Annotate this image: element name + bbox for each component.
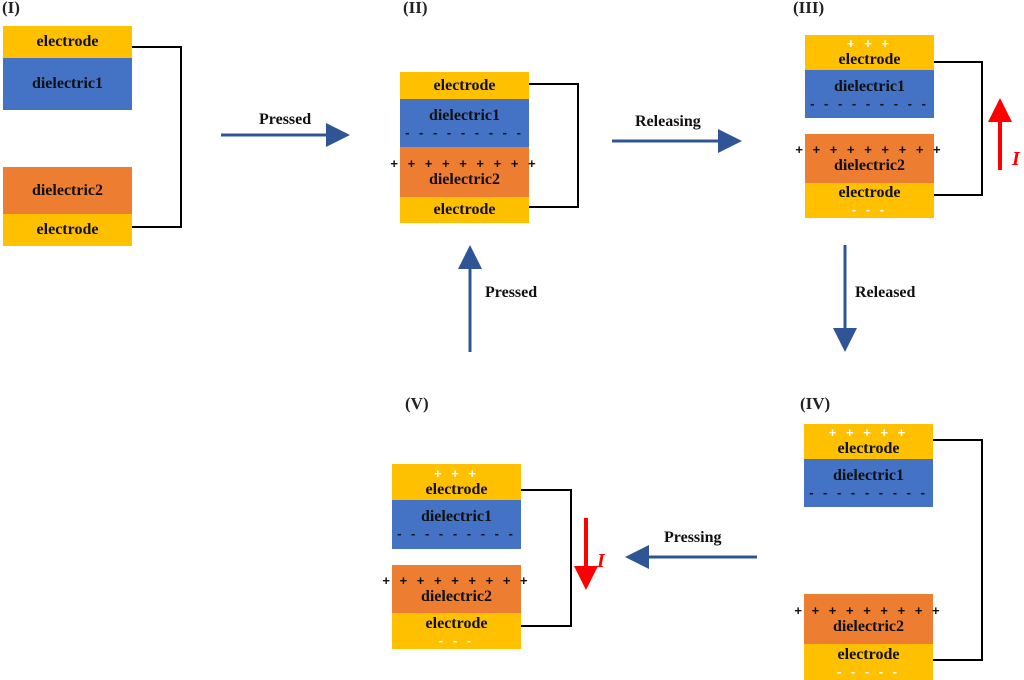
- dielectric2: + + + + + + + + +dielectric2: [795, 134, 941, 183]
- layer-text: electrode: [425, 614, 488, 632]
- layer-text: electrode: [838, 51, 901, 68]
- layer-text: electrode: [36, 221, 99, 238]
- wire-p1: [132, 46, 182, 228]
- dielectric1: dielectric1- - - - - - - - -: [392, 500, 521, 549]
- wire-p4: [933, 439, 983, 661]
- electrode-top: + + +electrode: [392, 464, 521, 500]
- dielectric2: + + + + + + + + +dielectric2: [382, 565, 528, 613]
- layer-text: dielectric2: [833, 157, 906, 174]
- layer-text: dielectric2: [31, 181, 104, 199]
- electrode-bottom: electrode- - -: [805, 183, 934, 218]
- dielectric1: dielectric1- - - - - - - - -: [805, 70, 934, 118]
- electrode-bottom: electrode: [400, 197, 529, 223]
- layer-text: dielectric2: [428, 170, 501, 188]
- layer-text: dielectric2: [420, 587, 493, 605]
- layer-text: electrode: [425, 480, 488, 498]
- electrode-bottom: electrode- - -: [392, 613, 521, 649]
- layer-text: dielectric2: [832, 617, 905, 635]
- current-label: I: [1012, 148, 1020, 170]
- negative-charges: - - - - - - - - -: [405, 124, 524, 140]
- positive-charges: + + + + + + + + +: [794, 602, 943, 618]
- step-label-released: Released: [855, 284, 916, 301]
- negative-charges: - - - - -: [836, 663, 901, 679]
- positive-charges: + + +: [434, 465, 479, 481]
- dielectric2: + + + + + + + + +dielectric2: [794, 594, 940, 644]
- positive-charges: + + + + + + + + +: [382, 572, 531, 588]
- electrode-top: electrode: [400, 72, 529, 99]
- panel-label-1: (I): [2, 0, 20, 17]
- layer-text: dielectric1: [31, 75, 104, 92]
- wire-p3: [934, 61, 983, 196]
- negative-charges: - - - - - - - - -: [809, 484, 928, 500]
- electrode-top: + + + + +electrode: [804, 424, 933, 459]
- panel-label-4: (IV): [800, 394, 831, 413]
- positive-charges: + + +: [847, 36, 892, 51]
- panel-label-2: (II): [403, 0, 428, 17]
- step-label-releasing: Releasing: [635, 113, 701, 130]
- dielectric2: + + + + + + + + +dielectric2: [390, 147, 536, 197]
- step-label-pressing: Pressing: [664, 529, 722, 546]
- layer-text: dielectric1: [420, 508, 493, 525]
- current-label: I: [597, 550, 605, 572]
- positive-charges: + + + + + + + + +: [795, 142, 944, 157]
- step-label-pressed-2: Pressed: [485, 284, 538, 301]
- dielectric1: dielectric1: [3, 58, 132, 110]
- dielectric1: dielectric1- - - - - - - - -: [804, 459, 933, 507]
- negative-charges: - - -: [438, 632, 475, 648]
- electrode-top: + + +electrode: [805, 35, 934, 70]
- positive-charges: + + + + + + + + +: [390, 155, 539, 171]
- dielectric1: dielectric1- - - - - - - - -: [400, 99, 529, 147]
- panel-label-3: (III): [793, 0, 825, 17]
- layer-text: electrode: [433, 201, 496, 218]
- negative-charges: - - -: [851, 202, 888, 217]
- electrode-bottom: electrode: [3, 214, 132, 246]
- layer-text: electrode: [36, 33, 99, 50]
- layer-text: dielectric1: [428, 106, 501, 124]
- wire-p5: [521, 489, 572, 627]
- layer-text: electrode: [837, 645, 900, 663]
- electrode-top: electrode: [3, 26, 132, 58]
- step-label-pressed: Pressed: [259, 111, 312, 128]
- layer-text: dielectric1: [832, 466, 905, 484]
- wire-p2: [529, 83, 579, 208]
- layer-text: electrode: [433, 76, 496, 94]
- negative-charges: - - - - - - - - -: [810, 95, 929, 111]
- layer-text: electrode: [837, 440, 900, 457]
- dielectric2: dielectric2: [3, 167, 132, 214]
- panel-label-5: (V): [405, 394, 429, 413]
- layer-text: electrode: [838, 184, 901, 201]
- positive-charges: + + + + +: [828, 425, 909, 440]
- layer-text: dielectric1: [833, 77, 906, 95]
- negative-charges: - - - - - - - - -: [397, 526, 516, 541]
- electrode-bottom: electrode- - - - -: [804, 644, 933, 680]
